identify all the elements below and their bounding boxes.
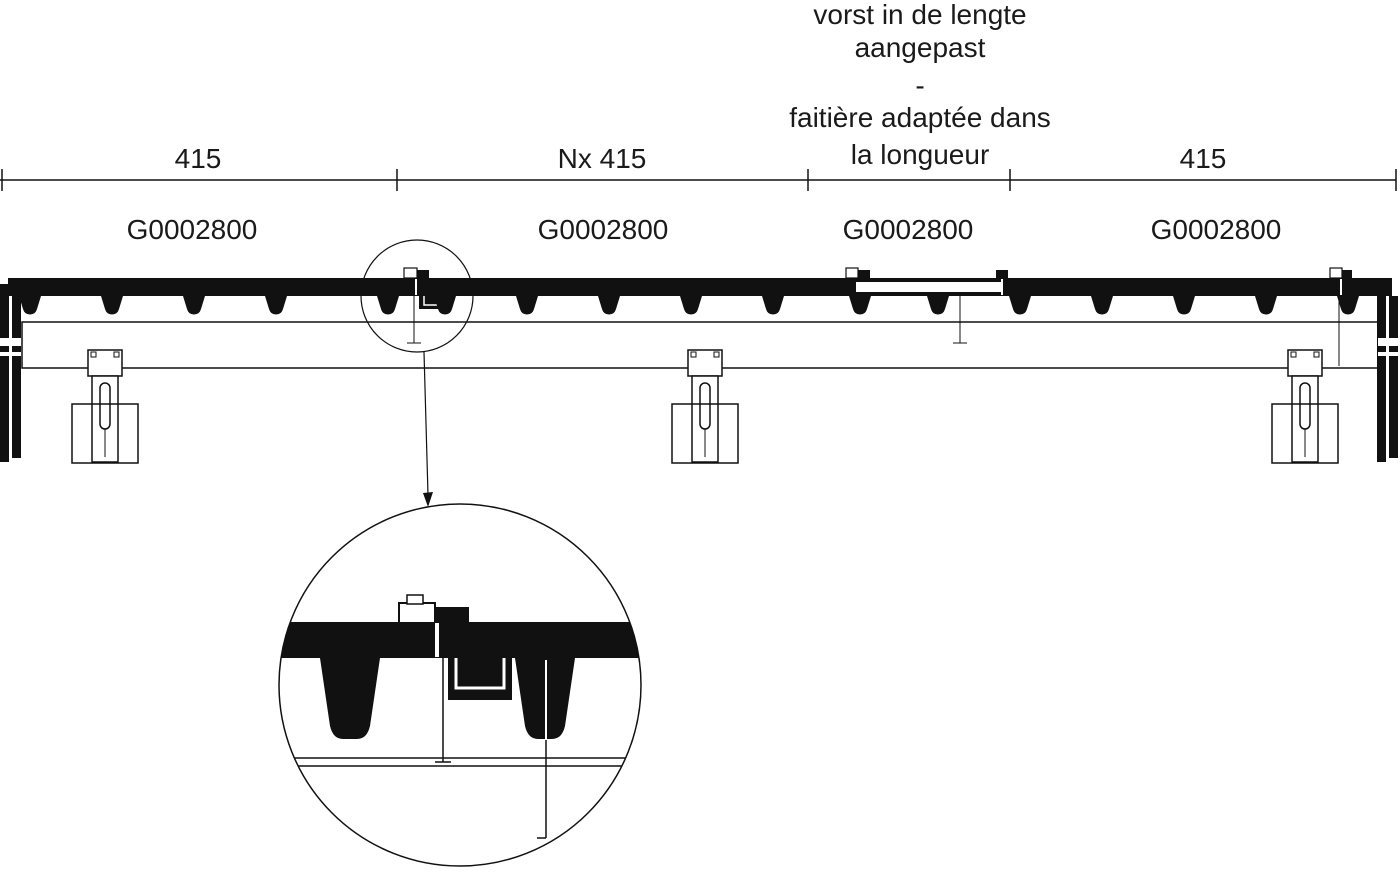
title-line-4: faitière adaptée dans [789,102,1051,133]
joint-overlap-1 [403,267,441,344]
detail-callout [360,239,474,507]
right-edge-assembly [1377,284,1398,462]
left-edge-assembly [0,284,21,462]
dimension-line: 415 Nx 415 415 [0,143,1397,191]
joint-adapted-segment [845,267,1008,344]
part-label-1: G0002800 [127,214,258,245]
title-line-2: aangepast [855,32,986,63]
title-line-3: - [915,70,924,101]
part-label-4: G0002800 [1151,214,1282,245]
ridge-section [0,267,1398,464]
part-label-3: G0002800 [843,214,974,245]
part-labels: G0002800 G0002800 G0002800 G0002800 [127,214,1282,245]
dim-label-1: 415 [175,143,222,174]
title-block: vorst in de lengte aangepast - faitière … [789,0,1051,170]
title-line-5: la longueur [851,139,990,170]
leader-line [423,351,429,496]
leader-arrowhead [423,492,433,507]
title-line-1: vorst in de lengte [813,0,1026,30]
ridge-tile-band [8,278,1392,296]
detail-view [278,503,642,867]
part-label-2: G0002800 [538,214,669,245]
dim-label-3: 415 [1180,143,1227,174]
dim-label-2: Nx 415 [558,143,647,174]
callout-circle [360,239,474,353]
detail-content [279,594,641,839]
joint-overlap-right [1329,267,1352,366]
detail-circle-outline [278,503,642,867]
rib-teeth [19,296,1359,315]
